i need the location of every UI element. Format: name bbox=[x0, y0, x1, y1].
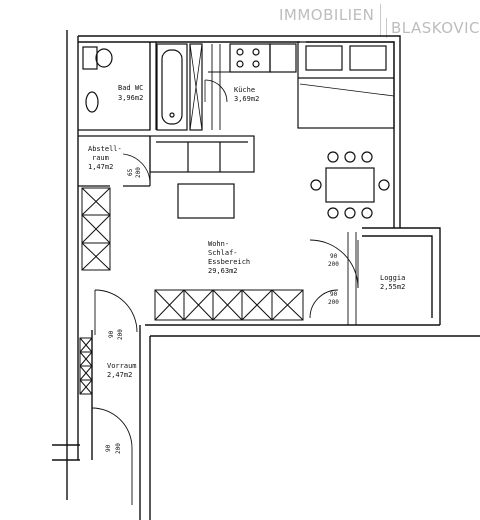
door-loggia-bottom-width: 90 bbox=[330, 291, 338, 298]
wardrobe-bottom bbox=[154, 289, 304, 321]
brand-name-left: IMMOBILIEN bbox=[279, 4, 382, 36]
bathtub-symbol bbox=[156, 43, 188, 131]
room-abstell-name-2: raum bbox=[92, 154, 109, 162]
bathtub-basin bbox=[161, 49, 183, 125]
door-loggia-top-height: 200 bbox=[328, 261, 339, 268]
kitchen bbox=[208, 43, 297, 130]
door-loggia-upper bbox=[309, 239, 359, 289]
door-loggia-bottom-height: 200 bbox=[328, 299, 339, 306]
door-vorraum-bottom-height: 200 bbox=[115, 443, 122, 454]
door-vorraum-top-width: 90 bbox=[108, 330, 115, 338]
room-abstell-name-1: Abstell- bbox=[88, 145, 122, 153]
bathroom bbox=[78, 42, 228, 131]
room-vorraum-name: Vorraum bbox=[107, 362, 137, 370]
kitchen-counter bbox=[269, 43, 297, 73]
room-wohn-name-2: Schlaf- bbox=[208, 249, 238, 257]
door-entrance bbox=[91, 407, 133, 505]
bathtub-drain bbox=[169, 112, 175, 118]
bed bbox=[297, 41, 395, 129]
door-vorraum-top-height: 200 bbox=[117, 329, 124, 340]
dining-table bbox=[310, 151, 390, 219]
room-wohn-area: 29,63m2 bbox=[208, 267, 238, 275]
room-wohn-name-3: Essbereich bbox=[208, 258, 250, 266]
stove-symbol bbox=[229, 43, 271, 73]
pillow-right bbox=[349, 45, 387, 71]
room-kueche-name: Küche bbox=[234, 86, 255, 94]
door-loggia-top-width: 90 bbox=[330, 253, 338, 260]
room-vorraum-area: 2,47m2 bbox=[107, 371, 132, 379]
room-loggia-area: 2,55m2 bbox=[380, 283, 405, 291]
room-kueche-area: 3,69m2 bbox=[234, 95, 259, 103]
sink-symbol bbox=[85, 91, 99, 113]
bath-cabinet bbox=[189, 43, 203, 131]
room-bad-area: 3,96m2 bbox=[118, 94, 143, 102]
sofa-block bbox=[149, 135, 255, 219]
wardrobe-left bbox=[81, 187, 111, 271]
room-bad-name: Bad WC bbox=[118, 84, 143, 92]
toilet-tank bbox=[82, 46, 98, 70]
room-loggia-name: Loggia bbox=[380, 274, 405, 282]
brand-name-right: BLASKOVIC bbox=[386, 18, 480, 38]
room-abstell-area: 1,47m2 bbox=[88, 163, 113, 171]
toilet-bowl bbox=[95, 48, 113, 68]
wardrobe-vorraum bbox=[79, 337, 93, 395]
coffee-table bbox=[177, 183, 235, 219]
pillow-left bbox=[305, 45, 343, 71]
door-vorraum-upper bbox=[94, 289, 138, 335]
door-loggia-lower bbox=[309, 232, 357, 325]
storage-room bbox=[78, 135, 151, 187]
door-abstell-width: 65 bbox=[127, 168, 134, 176]
room-wohn-name-1: Wohn- bbox=[208, 240, 229, 248]
door-vorraum-bottom-width: 90 bbox=[105, 444, 112, 452]
door-abstell-height: 200 bbox=[135, 167, 142, 178]
